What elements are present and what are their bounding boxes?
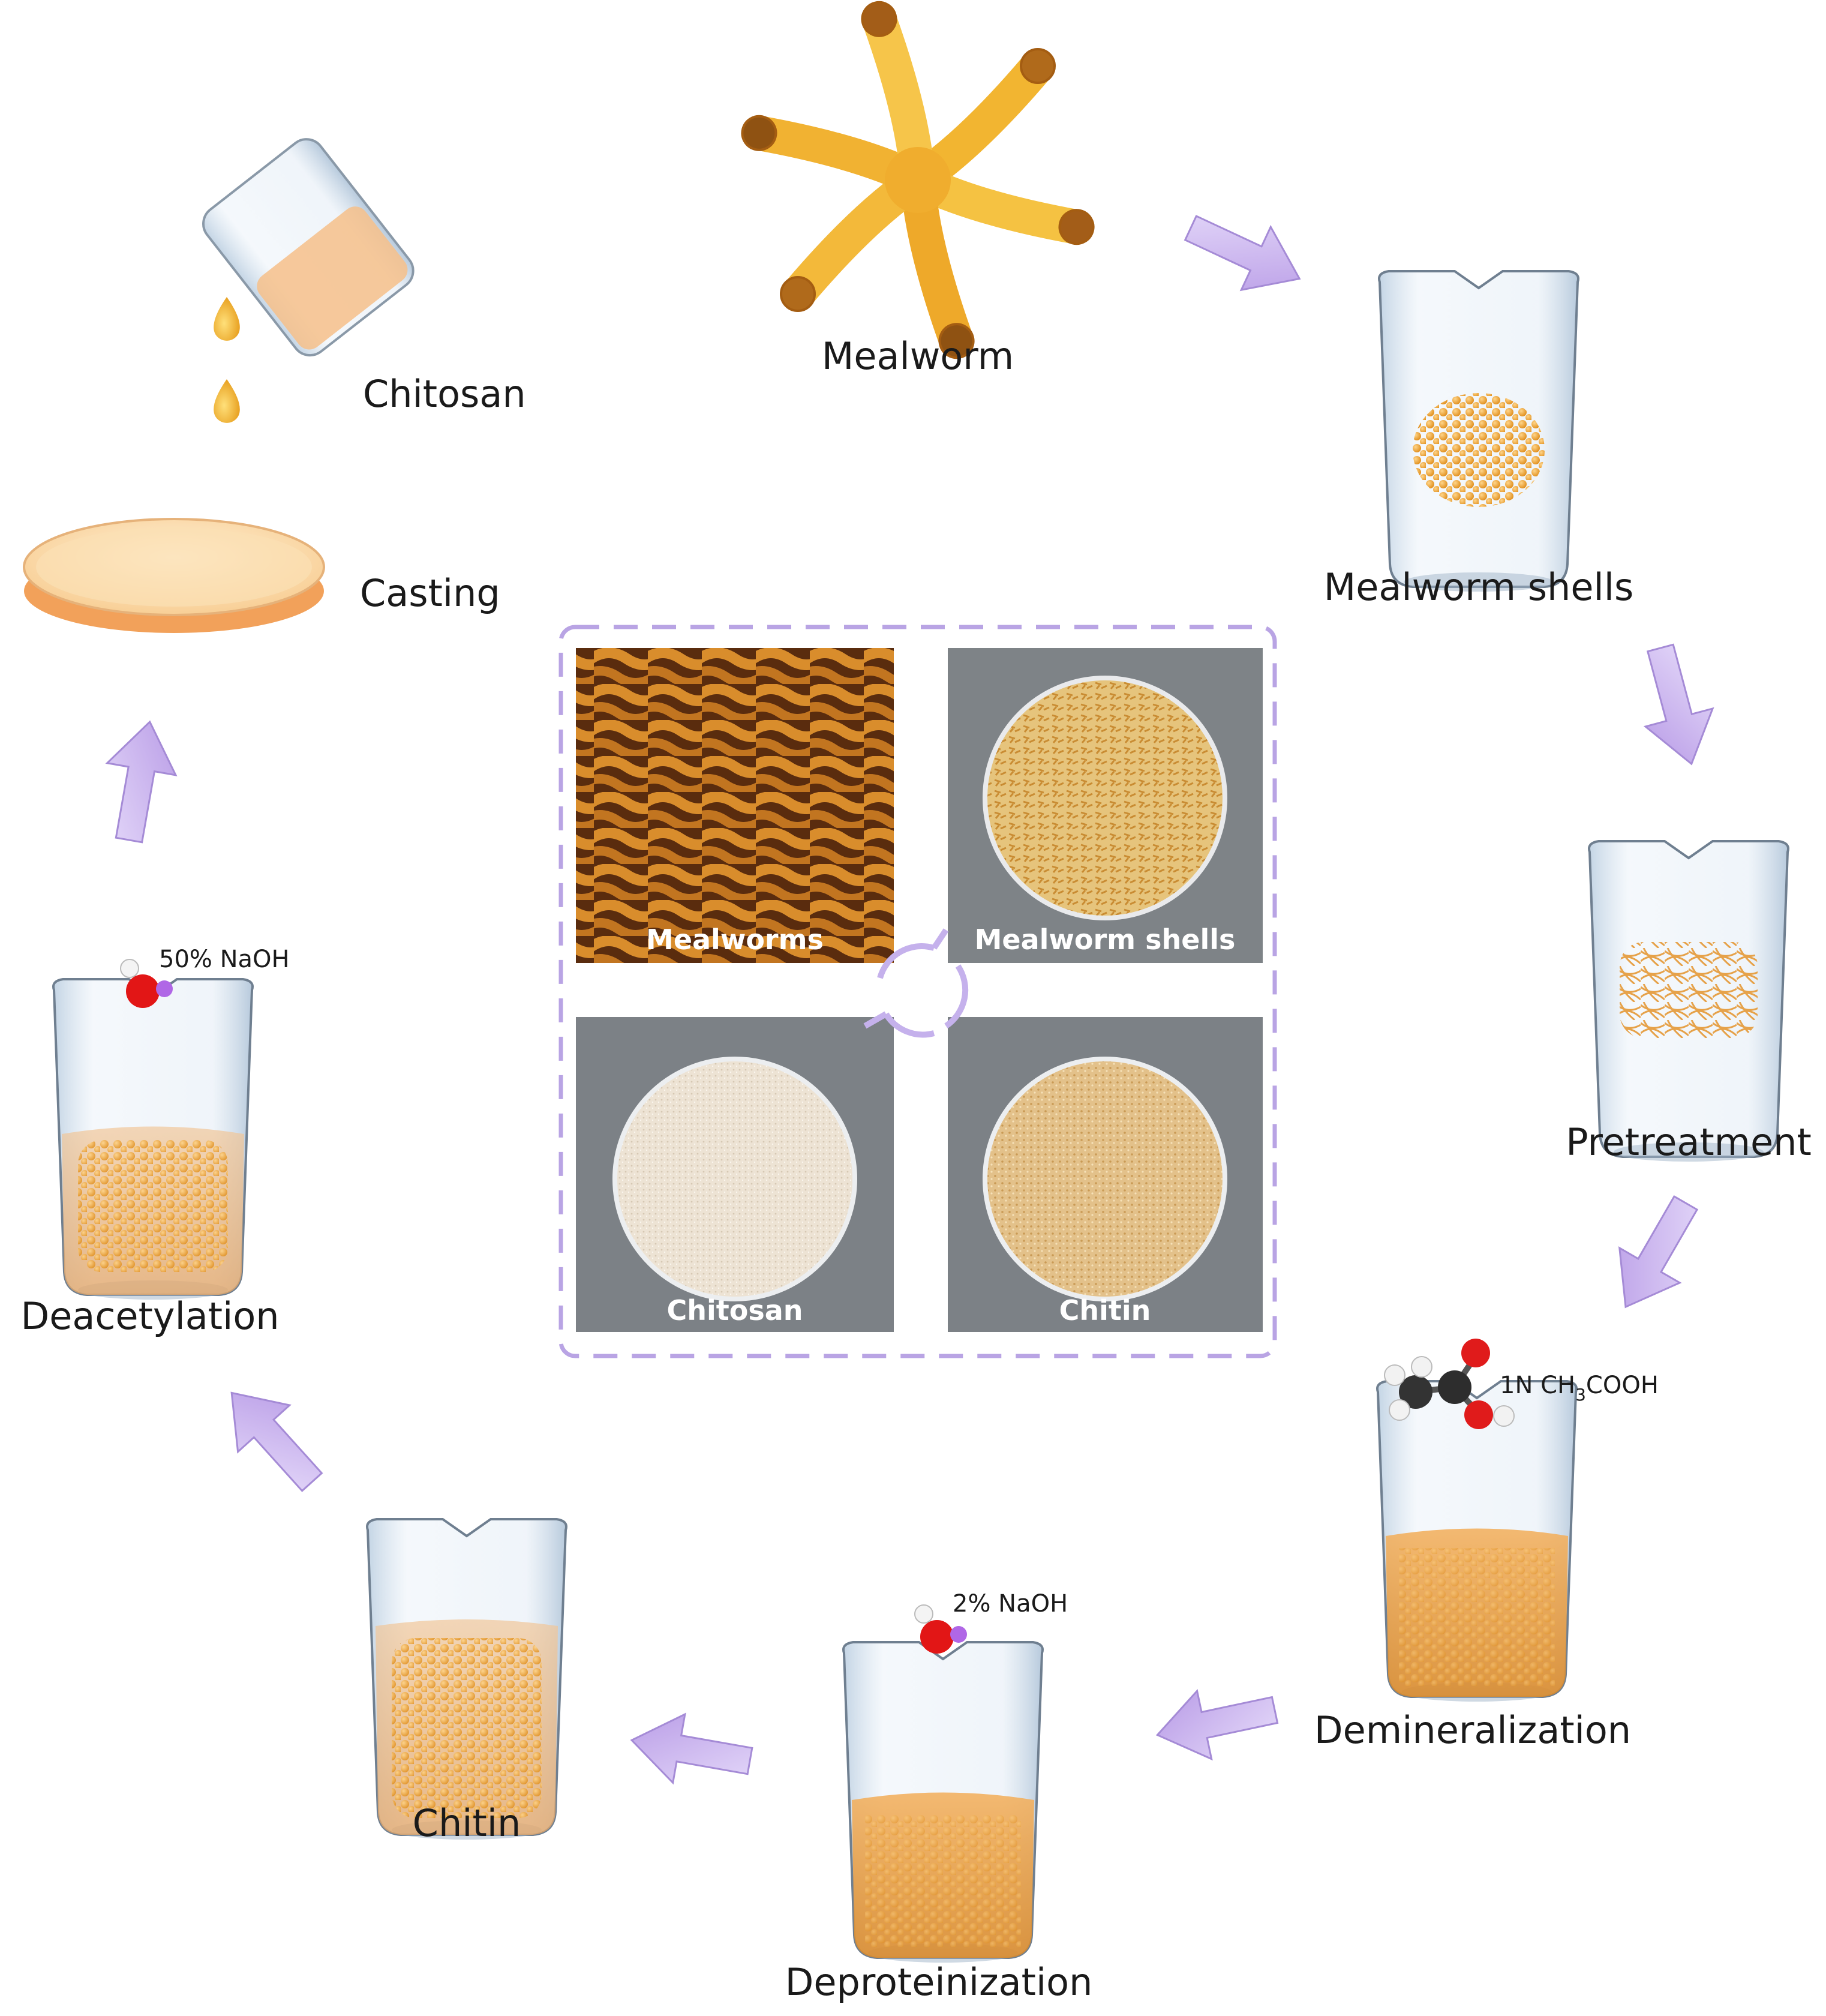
mealworm-illustration bbox=[741, 1, 1095, 359]
arrow-pretreatment-to-demineralization-icon bbox=[1594, 1184, 1717, 1325]
reagent-acetic-acid: 1N CH3COOH bbox=[1500, 1372, 1659, 1405]
photo-mealworms: Mealworms bbox=[576, 648, 894, 963]
naoh-molecule-icon-50 bbox=[120, 959, 173, 1008]
reagent-naoh-50: 50% NaOH bbox=[159, 946, 290, 973]
label-deproteinization: Deproteinization bbox=[785, 1960, 1093, 2004]
naoh-molecule-icon bbox=[914, 1604, 967, 1654]
photo-mealworm-shells: Mealworm shells bbox=[948, 648, 1263, 963]
label-pretreatment: Pretreatment bbox=[1566, 1120, 1812, 1164]
beaker-chitin bbox=[366, 1518, 567, 1841]
arrow-shells-to-pretreatment-icon bbox=[1626, 638, 1726, 774]
photo-label-mealworm-shells: Mealworm shells bbox=[975, 923, 1236, 956]
label-mealworm: Mealworm bbox=[822, 334, 1014, 378]
label-chitosan: Chitosan bbox=[363, 372, 526, 416]
reagent-naoh-2: 2% NaOH bbox=[953, 1590, 1068, 1618]
label-casting: Casting bbox=[360, 571, 500, 615]
photo-label-chitin: Chitin bbox=[1059, 1294, 1151, 1327]
petri-dish-casting bbox=[23, 518, 325, 633]
photo-chitosan: Chitosan bbox=[576, 1017, 894, 1332]
arrow-chitin-to-deacetylation-icon bbox=[205, 1369, 339, 1507]
arrow-demineralization-to-deproteinization-icon bbox=[1149, 1675, 1283, 1770]
beaker-deproteinization bbox=[842, 1641, 1044, 1964]
label-chitin: Chitin bbox=[413, 1801, 521, 1845]
beaker-demineralization bbox=[1376, 1380, 1578, 1703]
arrow-mealworm-to-shells-icon bbox=[1175, 195, 1316, 311]
label-demineralization: Demineralization bbox=[1314, 1708, 1631, 1752]
arrow-deproteinization-to-chitin-icon bbox=[624, 1705, 757, 1796]
photo-label-mealworms: Mealworms bbox=[646, 923, 824, 956]
beaker-mealworm-shells bbox=[1378, 270, 1579, 593]
oil-drop-icon-2 bbox=[214, 379, 240, 423]
label-deacetylation: Deacetylation bbox=[20, 1294, 279, 1338]
arrow-deacetylation-to-casting-icon bbox=[94, 715, 185, 847]
photo-chitin: Chitin bbox=[948, 1017, 1263, 1332]
photo-panel-frame bbox=[558, 625, 1277, 1358]
label-mealworm-shells: Mealworm shells bbox=[1324, 565, 1634, 609]
chitosan-pouring-beaker bbox=[202, 138, 415, 357]
acetic-acid-molecule-icon bbox=[1384, 1339, 1515, 1429]
photo-label-chitosan: Chitosan bbox=[666, 1294, 803, 1327]
beaker-deacetylation bbox=[52, 978, 254, 1301]
oil-drop-icon bbox=[214, 297, 240, 341]
beaker-pretreatment bbox=[1588, 840, 1789, 1163]
cycle-icon bbox=[863, 928, 969, 1038]
